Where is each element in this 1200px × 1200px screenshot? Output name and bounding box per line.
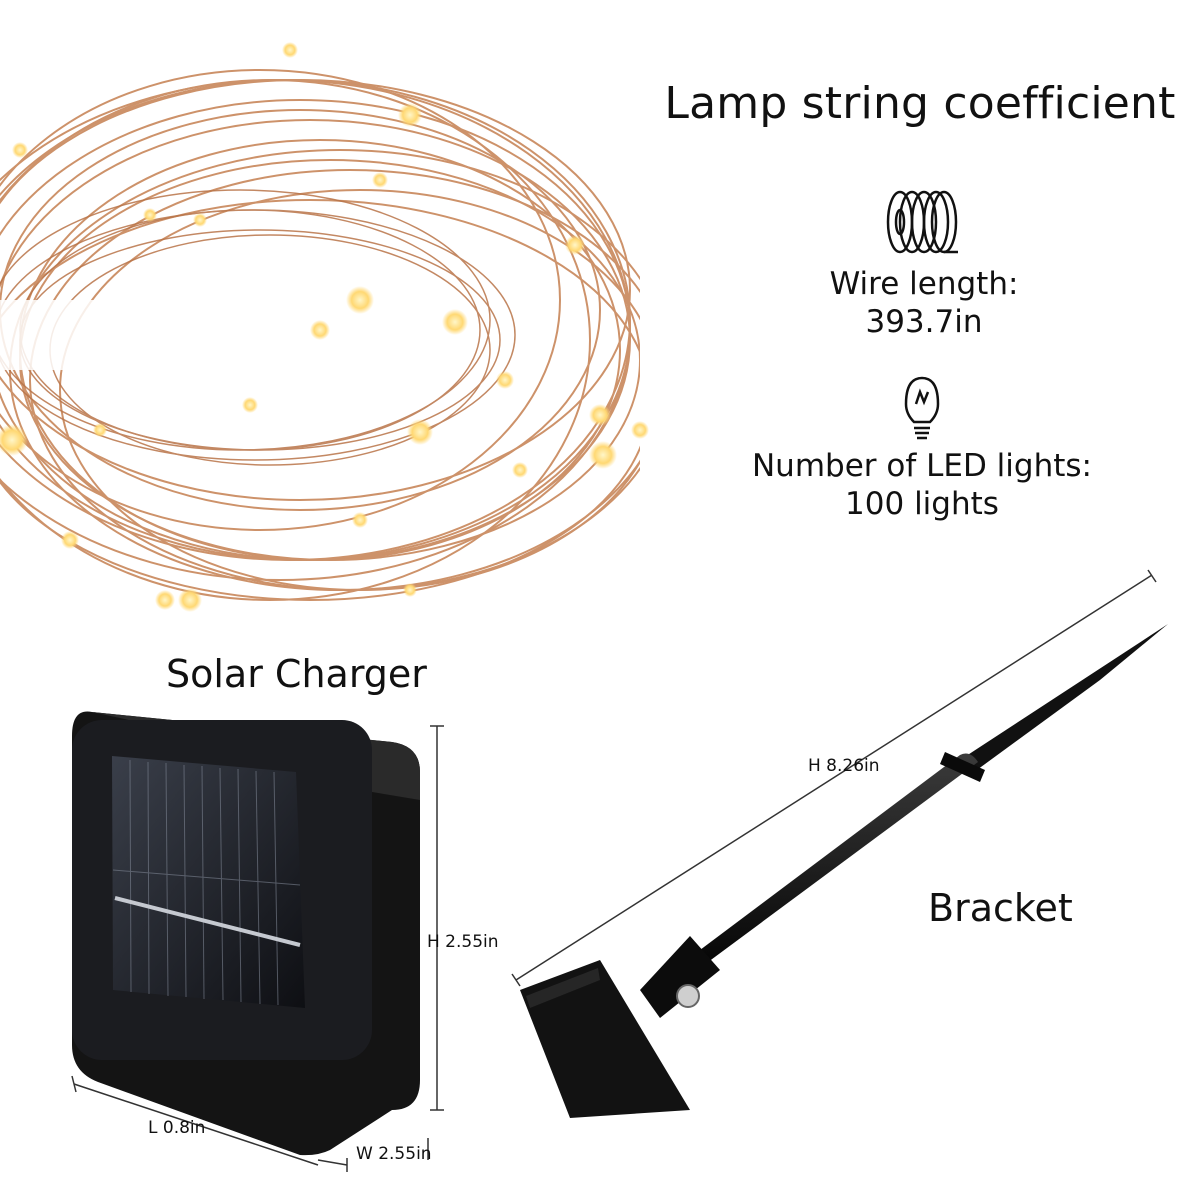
copper-wire-inner xyxy=(0,189,516,466)
light-bulb-icon xyxy=(904,376,940,440)
led-count-label: Number of LED lights: xyxy=(751,448,1092,484)
solar-width-dimension: W 2.55in xyxy=(356,1144,432,1164)
solar-dimension-lines xyxy=(71,725,444,1172)
coil-center-gap xyxy=(0,300,300,370)
solar-charger-label: Solar Charger xyxy=(166,652,427,696)
led-lights xyxy=(0,42,649,612)
solar-charger-box xyxy=(72,711,420,1156)
bracket-stake xyxy=(520,624,1168,1118)
solar-length-dimension: L 0.8in xyxy=(148,1118,206,1138)
wire-length-value: 393.7in xyxy=(865,304,983,340)
bracket-label: Bracket xyxy=(928,886,1073,930)
text-panel-bg xyxy=(640,0,1200,640)
wire-coil-icon xyxy=(886,190,958,254)
led-count-value: 100 lights xyxy=(845,486,999,522)
wire-length-label: Wire length: xyxy=(829,266,1019,302)
bracket-height-dimension: H 8.26in xyxy=(808,756,880,776)
bracket-dimension-line xyxy=(511,569,1157,987)
solar-height-dimension: H 2.55in xyxy=(427,932,499,952)
page-title: Lamp string coefficient xyxy=(664,78,1176,129)
